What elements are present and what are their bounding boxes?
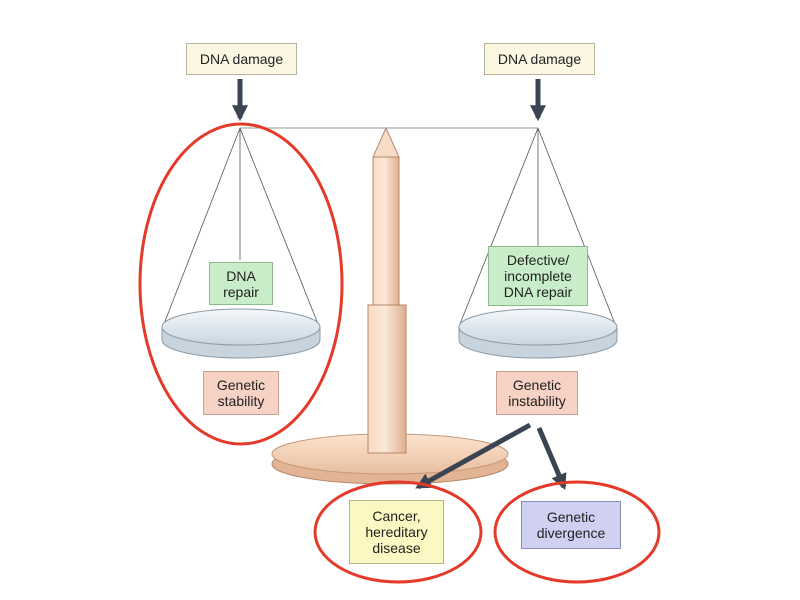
- genetic-stability-line-1: Genetic: [216, 377, 266, 393]
- dna-damage-right-box: DNA damage: [484, 43, 595, 75]
- right-pan: [458, 308, 618, 359]
- defective-repair-line-1: Defective/: [506, 252, 570, 268]
- genetic-divergence-line-2: divergence: [536, 525, 606, 541]
- arrow-to-divergence: [536, 427, 567, 490]
- scale-post: [367, 126, 407, 454]
- genetic-stability-box: Genetic stability: [203, 371, 279, 415]
- cancer-disease-box: Cancer, hereditary disease: [349, 500, 444, 564]
- cancer-line-1: Cancer,: [372, 508, 421, 524]
- cancer-line-3: disease: [372, 540, 421, 556]
- right-pan-strings: [459, 127, 616, 325]
- scale-base: [271, 433, 509, 485]
- highlight-ring-repair: [138, 122, 344, 446]
- genetic-instability-line-1: Genetic: [512, 377, 562, 393]
- dna-repair-box: DNA repair: [209, 262, 273, 305]
- genetic-divergence-line-1: Genetic: [546, 509, 596, 525]
- genetic-instability-box: Genetic instability: [496, 371, 578, 415]
- genetic-stability-line-2: stability: [217, 393, 265, 409]
- left-pan: [161, 308, 321, 359]
- dna-damage-left-box: DNA damage: [186, 43, 297, 75]
- arrow-to-cancer: [415, 422, 532, 490]
- highlight-ring-cancer: [313, 480, 483, 584]
- genetic-divergence-box: Genetic divergence: [521, 501, 621, 549]
- defective-repair-box: Defective/ incomplete DNA repair: [488, 246, 588, 306]
- dna-repair-line-1: DNA: [226, 267, 256, 284]
- dna-repair-line-2: repair: [223, 283, 259, 300]
- highlight-ring-divergence: [493, 480, 661, 584]
- cancer-line-2: hereditary: [365, 524, 428, 540]
- genetic-instability-line-2: instability: [508, 393, 566, 409]
- left-pan-strings: [163, 127, 319, 325]
- dna-damage-left-label: DNA damage: [199, 51, 284, 67]
- defective-repair-line-3: DNA repair: [503, 284, 573, 300]
- dna-damage-right-label: DNA damage: [497, 51, 582, 67]
- defective-repair-line-2: incomplete: [504, 268, 572, 284]
